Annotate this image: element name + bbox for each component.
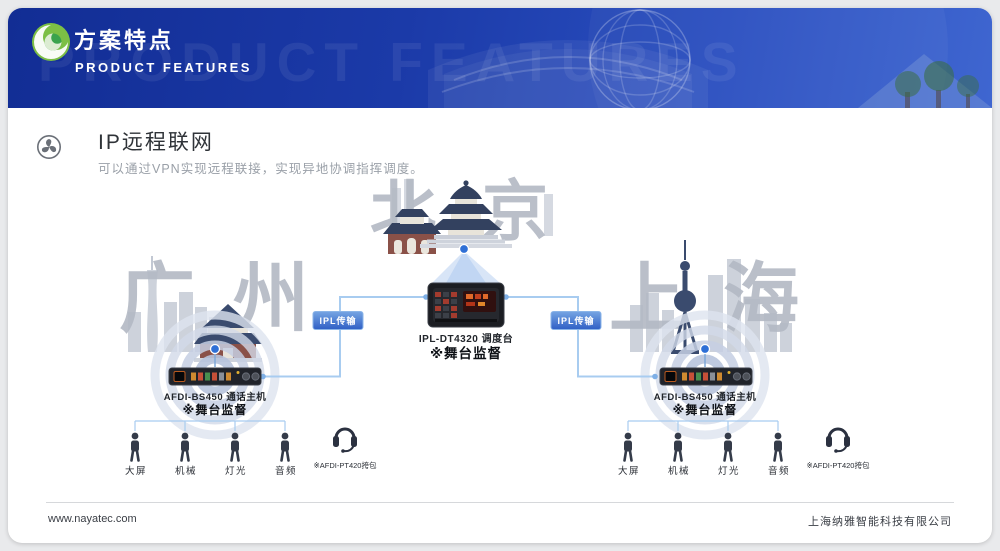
link-node-dot	[260, 373, 266, 380]
link-node-dot	[423, 294, 429, 300]
network-feature-icon	[37, 135, 61, 159]
ipl-link-label-left: IPL传输	[312, 311, 364, 330]
person-icon	[673, 432, 683, 462]
headset-icon	[826, 427, 850, 453]
beijing-skyline	[392, 179, 553, 236]
header-banner: PRODUCT FEATURES 方案特点 PRODUCT FEATURES	[8, 8, 992, 108]
antenna-dot-beijing	[458, 243, 470, 255]
mountain-trees-art	[858, 54, 992, 108]
staff-label: 机械	[667, 466, 691, 477]
host-role-label-left: ※舞台监督	[182, 403, 248, 417]
footer-divider	[46, 502, 954, 503]
staff-label: 灯光	[717, 466, 741, 477]
footer-website: www.nayatec.com	[48, 513, 137, 525]
staff-label: 大屏	[124, 466, 148, 477]
staff-label: 音频	[767, 466, 791, 477]
staff-label: 灯光	[224, 466, 248, 477]
dispatch-console-device	[427, 282, 505, 328]
console-model-label: IPL-DT4320 调度台	[418, 334, 514, 345]
person-icon	[180, 432, 190, 462]
page-title: 方案特点	[74, 28, 175, 53]
headset-icon	[333, 427, 357, 453]
link-node-dot	[652, 373, 658, 380]
intercom-host-device-right	[659, 367, 753, 386]
slide-card: PRODUCT FEATURES 方案特点 PRODUCT FEATURES I…	[8, 8, 992, 543]
globe-icon	[589, 9, 691, 108]
beltpack-label-right: ※AFDI-PT420挎包	[806, 461, 870, 470]
console-role-label: ※舞台监督	[429, 346, 503, 361]
staff-connectors-right	[627, 420, 779, 431]
header-building-art	[428, 8, 948, 108]
person-icon	[230, 432, 240, 462]
header-watermark: PRODUCT FEATURES	[38, 31, 746, 93]
section-title: IP远程联网	[98, 131, 214, 154]
ipl-link-label-right: IPL传输	[550, 311, 602, 330]
beijing-temple-illustration	[383, 180, 512, 254]
page-subtitle-en: PRODUCT FEATURES	[75, 60, 252, 75]
person-icon	[723, 432, 733, 462]
beltpack-label-left: ※AFDI-PT420挎包	[313, 461, 377, 470]
person-icon	[623, 432, 633, 462]
intercom-host-device-left	[168, 367, 262, 386]
person-icon	[773, 432, 783, 462]
link-node-dot	[503, 294, 509, 300]
staff-connectors-left	[134, 420, 286, 431]
staff-label: 大屏	[617, 466, 641, 477]
signal-beam	[432, 251, 500, 283]
antenna-dot-left	[209, 343, 221, 367]
ipl-link-line-right	[506, 296, 655, 378]
logo-icon	[32, 23, 70, 61]
city-watermark-shanghai: 上海	[609, 257, 837, 342]
staff-label: 音频	[274, 466, 298, 477]
staff-label: 机械	[174, 466, 198, 477]
person-icon	[280, 432, 290, 462]
header-art	[428, 8, 992, 108]
antenna-dot-right	[699, 343, 711, 367]
diagram-front-art	[130, 180, 850, 462]
footer-company: 上海纳雅智能科技有限公司	[808, 516, 952, 528]
host-model-label-left: AFDI-BS450 通话主机	[163, 392, 267, 403]
host-model-label-right: AFDI-BS450 通话主机	[653, 392, 757, 403]
person-icon	[130, 432, 140, 462]
ipl-link-line-left	[263, 296, 426, 378]
section-subtitle: 可以通过VPN实现远程联接，实现异地协调指挥调度。	[98, 162, 424, 176]
host-role-label-right: ※舞台监督	[672, 403, 738, 417]
